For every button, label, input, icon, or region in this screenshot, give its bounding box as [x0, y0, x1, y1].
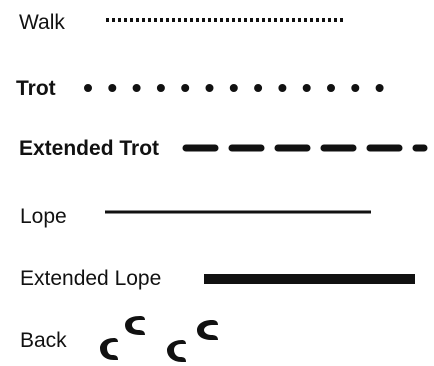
walk-dotted-line — [106, 18, 344, 22]
extended-trot-dash-line — [182, 144, 428, 152]
legend-label-extended-trot: Extended Trot — [19, 137, 160, 160]
hoof-print-icon — [100, 316, 218, 362]
legend-row-lope: Lope — [0, 196, 434, 240]
trot-dot-line — [84, 84, 384, 92]
legend-label-walk: Walk — [19, 11, 65, 34]
legend-label-lope: Lope — [20, 205, 67, 228]
legend-label-extended-lope: Extended Lope — [20, 267, 162, 290]
legend-row-walk: Walk — [0, 0, 434, 44]
legend-label-back: Back — [20, 329, 67, 352]
legend-row-extended-trot: Extended Trot — [0, 130, 434, 174]
legend-label-trot: Trot — [16, 77, 56, 100]
extended-lope-thick-line — [204, 274, 415, 284]
lope-solid-line — [105, 210, 371, 214]
legend-row-extended-lope: Extended Lope — [0, 262, 434, 306]
legend-row-trot: Trot — [0, 64, 434, 108]
legend-row-back: Back — [0, 310, 434, 366]
